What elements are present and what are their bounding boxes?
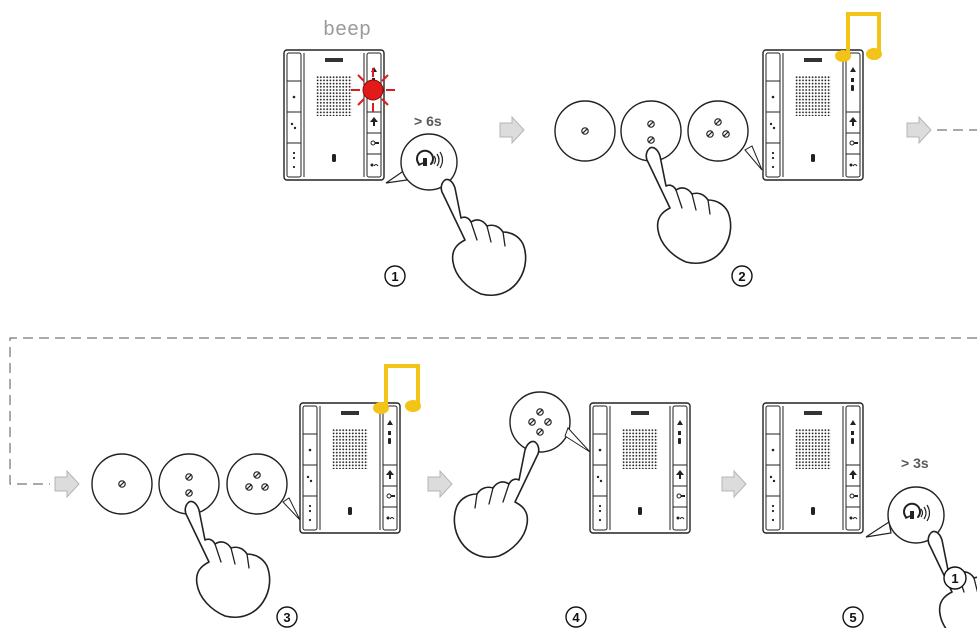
step1-duration-label: > 6s: [414, 113, 442, 129]
step-number-5: 5: [849, 610, 856, 625]
music-note-icon: [373, 364, 421, 414]
three-ring-circle: [687, 100, 749, 162]
device-icon: [283, 49, 385, 181]
led-flash-icon: [351, 68, 395, 112]
reset-button-zoom: [400, 133, 458, 191]
arrow-right-icon: [499, 116, 525, 144]
arrow-right-icon: [721, 470, 747, 498]
hand-pointer-icon: [440, 178, 527, 297]
arrow-right-icon: [906, 116, 932, 144]
step-5-group: > 3s 1 5: [762, 402, 977, 628]
device-icon: [762, 402, 864, 534]
hand-pointer-icon: [184, 500, 271, 619]
hand-pointer-icon: [453, 440, 540, 559]
step5-duration-label: > 3s: [901, 455, 929, 471]
arrow-right-icon: [427, 470, 453, 498]
device-icon: [762, 49, 864, 181]
music-note-icon: [835, 12, 882, 62]
device-icon: [589, 402, 691, 534]
beep-label: beep: [323, 19, 371, 42]
step-number-3: 3: [283, 610, 290, 625]
step-number-4: 4: [572, 610, 580, 625]
step-3-group: 3: [54, 364, 421, 628]
step-2-group: 2: [554, 12, 882, 287]
step-number-1: 1: [391, 269, 398, 284]
step-4-group: 4: [453, 391, 691, 628]
hand-pointer-icon: [645, 146, 732, 265]
step-number-2: 2: [738, 269, 745, 284]
step5-inner-number: 1: [951, 571, 958, 586]
dashed-connector-loop: [9, 337, 977, 485]
step-1-group: beep > 6s 1: [283, 19, 527, 297]
device-icon: [299, 402, 401, 534]
arrow-right-icon: [54, 470, 80, 498]
